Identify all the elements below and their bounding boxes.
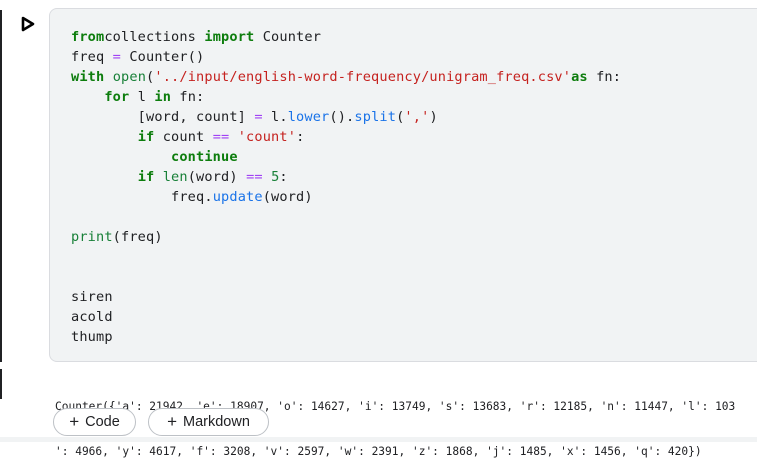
cell-focus-bar: [0, 10, 2, 362]
code-token: [word, count]: [71, 109, 255, 125]
output-line: ': 4966, 'y': 4617, 'f': 3208, 'v': 2597…: [55, 445, 702, 458]
code-token: open: [112, 69, 147, 85]
code-token: =: [254, 109, 263, 125]
code-token: :: [279, 169, 288, 185]
code-line: [word, count] = l.lower().split(','): [71, 107, 621, 127]
code-token: [71, 129, 138, 145]
code-token: ().: [329, 109, 355, 125]
code-token: continue: [171, 149, 238, 165]
code-token: [154, 169, 162, 185]
add-markdown-cell-button[interactable]: + Markdown: [148, 408, 269, 436]
code-token: [71, 89, 104, 105]
code-line: fromcollections import Counter: [71, 27, 621, 47]
code-token: [71, 149, 171, 165]
code-line: acold: [71, 307, 621, 327]
code-token: if: [137, 129, 155, 145]
code-token: l.: [262, 109, 288, 125]
code-token: ==: [212, 129, 230, 145]
code-token: (: [396, 109, 405, 125]
code-line: thump: [71, 327, 621, 347]
code-line: continue: [71, 147, 621, 167]
code-line: with open('../input/english-word-frequen…: [71, 67, 621, 87]
code-token: freq: [71, 49, 113, 65]
output-focus-bar: [0, 369, 2, 399]
code-token: ==: [246, 169, 263, 185]
code-token: (word): [187, 169, 247, 185]
code-token: [263, 169, 271, 185]
code-token: count: [154, 129, 213, 145]
code-token: Counter: [254, 29, 322, 45]
code-line: [71, 247, 621, 267]
code-token: thump: [71, 329, 113, 345]
code-token: print: [71, 229, 113, 245]
plus-icon: +: [69, 412, 80, 431]
output-line: Counter({'a': 21942, 'e': 18907, 'o': 14…: [55, 400, 736, 413]
code-line: if len(word) == 5:: [71, 167, 621, 187]
code-line: for l in fn:: [71, 87, 621, 107]
code-token: [229, 129, 237, 145]
code-token: '../input/english-word-frequency/unigram…: [154, 69, 572, 85]
code-token: siren: [71, 289, 113, 305]
code-token: :: [296, 129, 305, 145]
code-token: ): [429, 109, 438, 125]
code-token: from: [71, 29, 105, 45]
code-token: fn:: [171, 89, 205, 105]
code-line: print(freq): [71, 227, 621, 247]
code-line: siren: [71, 287, 621, 307]
code-line: freq.update(word): [71, 187, 621, 207]
code-token: (word): [262, 189, 313, 205]
code-token: split: [354, 109, 397, 125]
code-token: ',': [404, 109, 430, 125]
bottom-strip: [0, 437, 757, 442]
code-token: with: [71, 69, 105, 85]
add-code-cell-button[interactable]: + Code: [53, 408, 136, 436]
code-token: as: [571, 69, 588, 85]
code-token: import: [204, 29, 255, 45]
code-token: 5: [271, 169, 280, 185]
code-line: freq = Counter(): [71, 47, 621, 67]
code-token: if: [137, 169, 155, 185]
play-triangle-icon: [21, 16, 35, 32]
code-token: freq.: [71, 189, 213, 205]
code-line: [71, 267, 621, 287]
code-token: update: [212, 189, 263, 205]
run-cell-button[interactable]: [20, 16, 36, 32]
add-markdown-label: Markdown: [183, 414, 250, 430]
code-token: collections: [104, 29, 205, 45]
code-token: in: [154, 89, 172, 105]
code-token: fn:: [587, 69, 622, 85]
code-token: [104, 69, 112, 85]
code-token: len: [162, 169, 188, 185]
code-line: [71, 207, 621, 227]
code-token: (: [146, 69, 155, 85]
code-token: [71, 169, 138, 185]
code-token: l: [129, 89, 155, 105]
code-token: 'count': [237, 129, 297, 145]
code-token: (freq): [112, 229, 163, 245]
code-token: =: [112, 49, 122, 65]
add-code-label: Code: [85, 414, 120, 430]
code-token: acold: [71, 309, 113, 325]
code-token: Counter(): [121, 49, 205, 65]
code-line: if count == 'count':: [71, 127, 621, 147]
code-token: lower: [287, 109, 330, 125]
code-token: for: [104, 89, 130, 105]
plus-icon: +: [167, 412, 178, 431]
